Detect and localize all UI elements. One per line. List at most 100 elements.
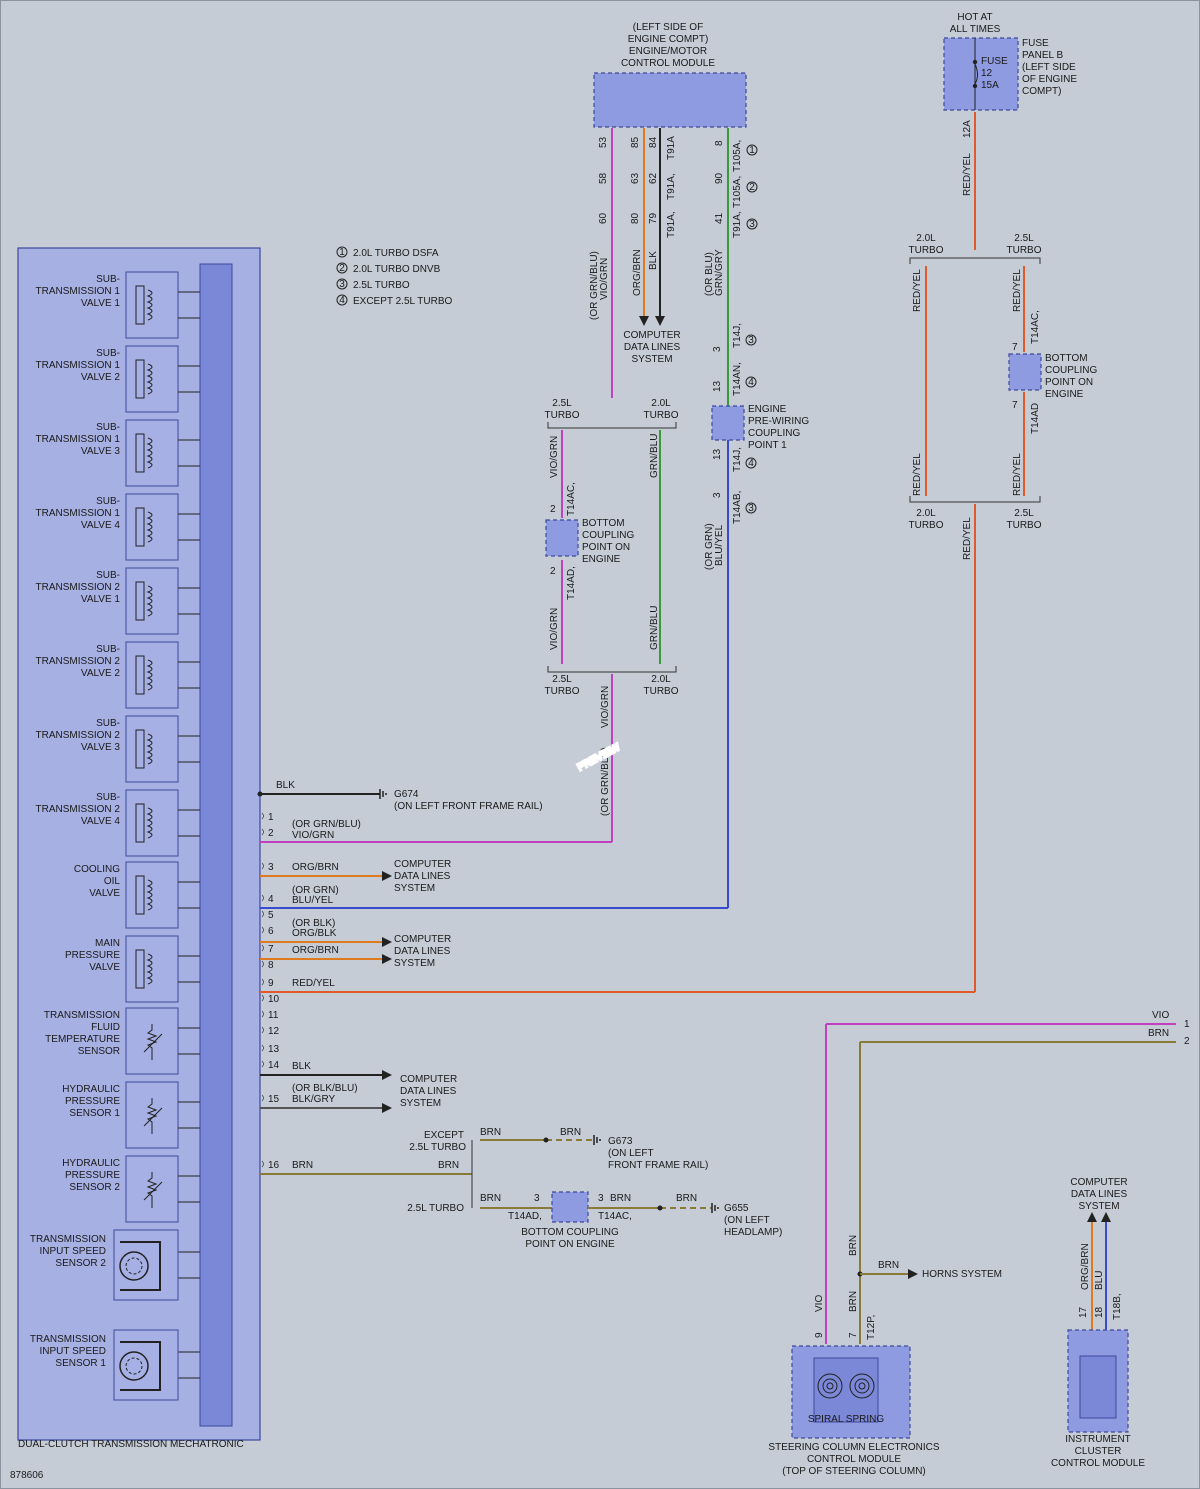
pin-number: 9 [268,978,274,989]
ecm-conn-t91a-4: T91A, [732,211,743,238]
t14ad-3: T14AD, [508,1211,542,1222]
component-label: VALVE [89,962,120,973]
speed-sensor-icon [119,1251,149,1281]
ground-icon [711,1203,719,1213]
fuse-b-25-2: TURBO [1007,520,1042,531]
pin-number: 3 [268,862,274,873]
label-pin15-alt: (OR BLK/BLU) [292,1083,358,1094]
arrow-down-icon [639,316,649,326]
component-label: TRANSMISSION 2 [36,804,121,815]
bc-label-3: POINT ON [582,542,630,553]
ecm-pin-80: 80 [630,212,641,224]
fuse-amp: 15A [981,80,999,91]
arrow-up-icon [1101,1212,1111,1222]
mechatronic-title: DUAL-CLUTCH TRANSMISSION MECHATRONIC [18,1439,244,1450]
legend-num: 2 [339,263,345,274]
ecm-pin-60: 60 [598,212,609,224]
component-label: SUB- [96,348,120,359]
component-label: TRANSMISSION [30,1334,106,1345]
coil-icon [146,289,153,321]
horns-label: HORNS SYSTEM [922,1269,1002,1280]
ic-data-1: COMPUTER [1070,1177,1127,1188]
component-label: TRANSMISSION 1 [36,360,121,371]
g655-1: G655 [724,1203,749,1214]
pin-number: 8 [268,960,274,971]
svg-text:7: 7 [1012,342,1018,353]
component-label: SUB- [96,570,120,581]
label-vio-grn-2: VIO/GRN [549,608,560,650]
component-label: TRANSMISSION [30,1234,106,1245]
coil-icon [146,953,153,985]
ic-data-3: SYSTEM [1078,1201,1119,1212]
label-t14ac-2: T14AC, [1030,310,1041,344]
label-pin4-alt: (OR GRN) [292,885,339,896]
fuse-b-20-1: 2.0L [916,508,936,519]
component-label: VALVE 2 [81,668,121,679]
component-label: INPUT SPEED [40,1346,107,1357]
legend-text: 2.5L TURBO [353,280,410,291]
bc2-label-4: ENGINE [1045,389,1084,400]
legend-text: 2.0L TURBO DSFA [353,248,439,259]
component-label: VALVE 1 [81,594,121,605]
component-label: SUB- [96,644,120,655]
arrow-up-icon [1087,1212,1097,1222]
sensor-icon [146,1024,158,1060]
legend-num: 4 [339,295,345,306]
component-label: VALVE 4 [81,816,121,827]
fuse-panel-3: (LEFT SIDE [1022,62,1076,73]
component-label: VALVE 4 [81,520,121,531]
arrow-right-icon [382,954,392,964]
coil-icon [146,733,153,765]
label-red-1: RED/YEL [912,269,923,312]
fuse-panel-4: OF ENGINE [1022,74,1077,85]
ecm-label-3: ENGINE/MOTOR [629,46,707,57]
ecm-pin-8: 8 [714,140,725,146]
label-red-3: RED/YEL [912,453,923,496]
coil-icon [146,511,153,543]
pin-number: 13 [268,1044,280,1055]
label-red-4: RED/YEL [1012,453,1023,496]
component-label: SUB- [96,274,120,285]
component-label: HYDRAULIC [62,1158,120,1169]
label-vio-v: VIO [814,1295,825,1312]
data2-3: SYSTEM [394,958,435,969]
component-label: SUB- [96,496,120,507]
ecm-label-4: CONTROL MODULE [621,58,715,69]
label-pin3: ORG/BRN [292,862,339,873]
arrow-right-icon [382,1070,392,1080]
engine-control-module [593,72,747,128]
legend-text: 2.0L TURBO DNVB [353,264,441,275]
coil-icon [146,363,153,395]
mechatronic-bus [199,263,233,1427]
component-label: TRANSMISSION 2 [36,582,121,593]
sensor-icon [146,1098,158,1134]
pin-number: 14 [268,1060,280,1071]
label-pin9: RED/YEL [292,978,335,989]
svg-text:3: 3 [712,346,723,352]
component-label: TRANSMISSION 1 [36,508,121,519]
data3-1: COMPUTER [400,1074,457,1085]
brn-d: BRN [610,1193,631,1204]
pin-number: 4 [268,894,274,905]
svg-text:7: 7 [1012,400,1018,411]
pin-number: 16 [268,1160,280,1171]
fuse-hot-2: ALL TIMES [950,24,1001,35]
label-red-2: RED/YEL [1012,269,1023,312]
label-red-5: RED/YEL [962,517,973,560]
svg-text:1: 1 [1184,1019,1190,1030]
fuse-split-25-1: 2.5L [1014,233,1034,244]
svg-text:17: 17 [1078,1306,1089,1318]
label-grn-blu-2: GRN/BLU [649,606,660,650]
g673-2: (ON LEFT [608,1148,654,1159]
coil-icon [146,879,153,911]
